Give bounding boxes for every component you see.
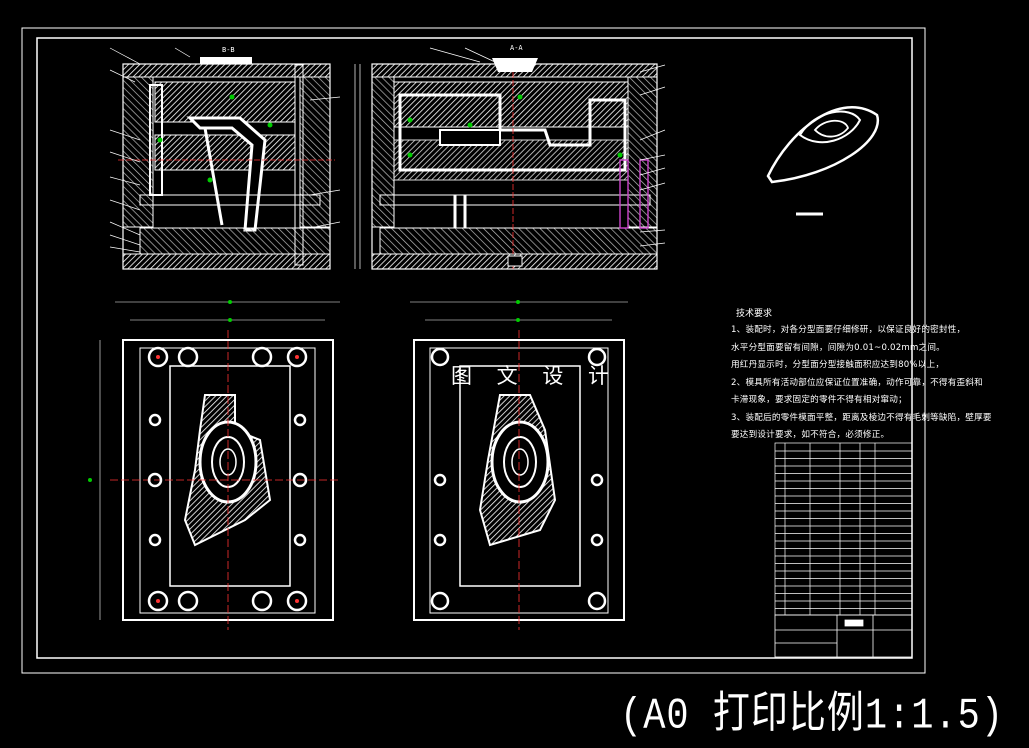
print-scale-note: (A0 打印比例1:1.5) — [620, 692, 1005, 742]
section-view-bb — [118, 57, 335, 270]
view-label-bb: B-B — [222, 46, 235, 54]
bom-table — [774, 442, 913, 616]
section-view-aa — [371, 58, 658, 270]
tech-requirement-line: 1、装配时，对各分型面要仔细修研，以保证良好的密封性， — [731, 325, 966, 335]
sheet-inner-border — [36, 37, 913, 659]
leader-lines-bb — [109, 47, 356, 269]
tech-requirement-line: 水平分型面要留有间隙，间隙为0.01~0.02mm之间。 — [731, 343, 945, 353]
plan-view-moving — [88, 300, 340, 630]
tech-requirement-line: 2、模具所有活动部位应保证位置准确，动作可靠，不得有歪斜和 — [731, 378, 983, 388]
tech-requirement-line: 3、装配后的零件模面平整，距离及棱边不得有毛刺等缺陷，壁厚要 — [731, 413, 992, 423]
leader-lines-aa — [359, 47, 666, 269]
sheet-outer-border — [21, 27, 926, 674]
title-block — [774, 614, 913, 658]
part-isometric — [766, 106, 880, 216]
view-label-aa: A-A — [510, 44, 523, 52]
watermark-text: 图 文 设 计 — [451, 364, 619, 388]
plan-view-fixed — [410, 300, 628, 630]
tech-requirement-line: 用红丹显示时，分型面分型接触面积应达到80%以上， — [731, 360, 945, 370]
tech-requirement-line: 卡滞现象，要求固定的零件不得有相对窜动； — [731, 395, 907, 405]
tech-requirement-line: 要达到设计要求，如不符合，必须修正。 — [731, 430, 890, 440]
tech-requirements-title: 技术要求 — [736, 309, 773, 319]
